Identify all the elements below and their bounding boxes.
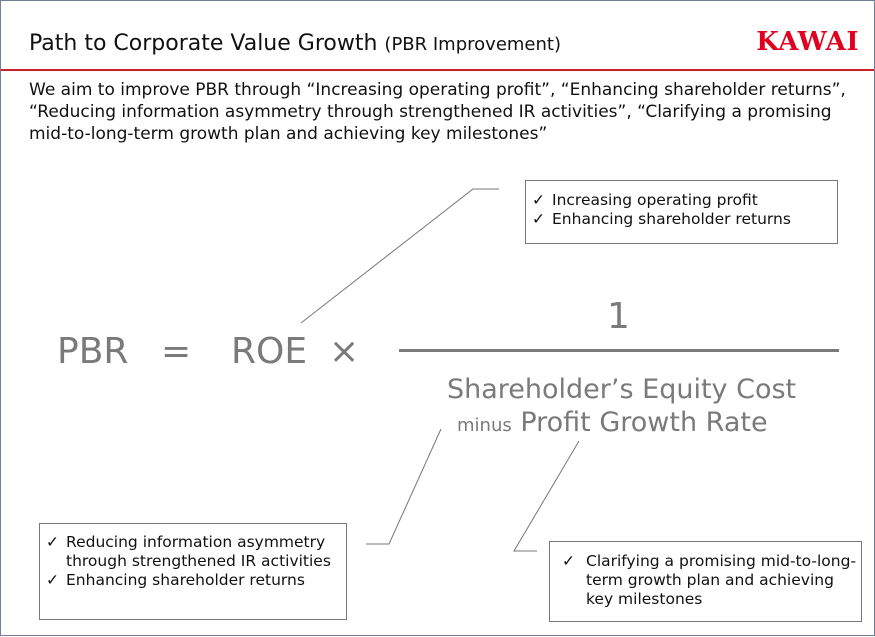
- connector-equity-cost: [366, 428, 442, 545]
- list-item-text: Clarifying a promising mid-to-long-term …: [586, 552, 857, 608]
- list-item-text: Increasing operating profit: [552, 191, 758, 209]
- intro-text: We aim to improve PBR through “Increasin…: [29, 80, 846, 144]
- formula-roe: ROE: [231, 331, 308, 372]
- formula-denominator-line2: minus Profit Growth Rate: [457, 407, 768, 438]
- check-icon: ✓: [532, 191, 545, 209]
- formula-numerator: 1: [607, 296, 630, 337]
- formula-pbr: PBR: [57, 331, 129, 372]
- slide-title: Path to Corporate Value Growth (PBR Impr…: [29, 31, 561, 56]
- check-icon: ✓: [532, 210, 545, 228]
- list-item-text: Reducing information asymmetry through s…: [66, 533, 331, 570]
- formula-times: ×: [329, 331, 360, 372]
- list-item: ✓ Reducing information asymmetry through …: [40, 533, 346, 571]
- check-icon: ✓: [46, 533, 59, 551]
- list-item: ✓ Increasing operating profit: [526, 191, 837, 210]
- equity-cost-measures-box: ✓ Reducing information asymmetry through …: [39, 523, 347, 620]
- formula-growth-rate: Profit Growth Rate: [520, 407, 768, 438]
- formula-equals: =: [161, 331, 192, 372]
- kawai-logo: KAWAI: [756, 27, 859, 57]
- roe-measures-box: ✓ Increasing operating profit ✓ Enhancing …: [525, 180, 838, 244]
- list-item-text: Enhancing shareholder returns: [66, 571, 305, 589]
- list-item-text: Enhancing shareholder returns: [552, 210, 791, 228]
- slide-title-main: Path to Corporate Value Growth: [29, 31, 378, 56]
- growth-rate-measures-box: ✓ Clarifying a promising mid-to-long-term…: [549, 541, 862, 622]
- fraction-bar: [399, 349, 839, 352]
- slide-title-sub: (PBR Improvement): [384, 34, 561, 55]
- list-item: ✓ Enhancing shareholder returns: [40, 571, 346, 590]
- check-icon: ✓: [562, 552, 575, 570]
- list-item: ✓ Clarifying a promising mid-to-long-term…: [550, 552, 861, 609]
- check-icon: ✓: [46, 571, 59, 589]
- list-item: ✓ Enhancing shareholder returns: [526, 210, 837, 229]
- formula-denominator-line1: Shareholder’s Equity Cost: [447, 374, 797, 405]
- title-divider: [1, 69, 874, 71]
- connector-growth-rate: [513, 440, 580, 552]
- connector-roe: [300, 188, 499, 324]
- formula-minus: minus: [457, 415, 512, 436]
